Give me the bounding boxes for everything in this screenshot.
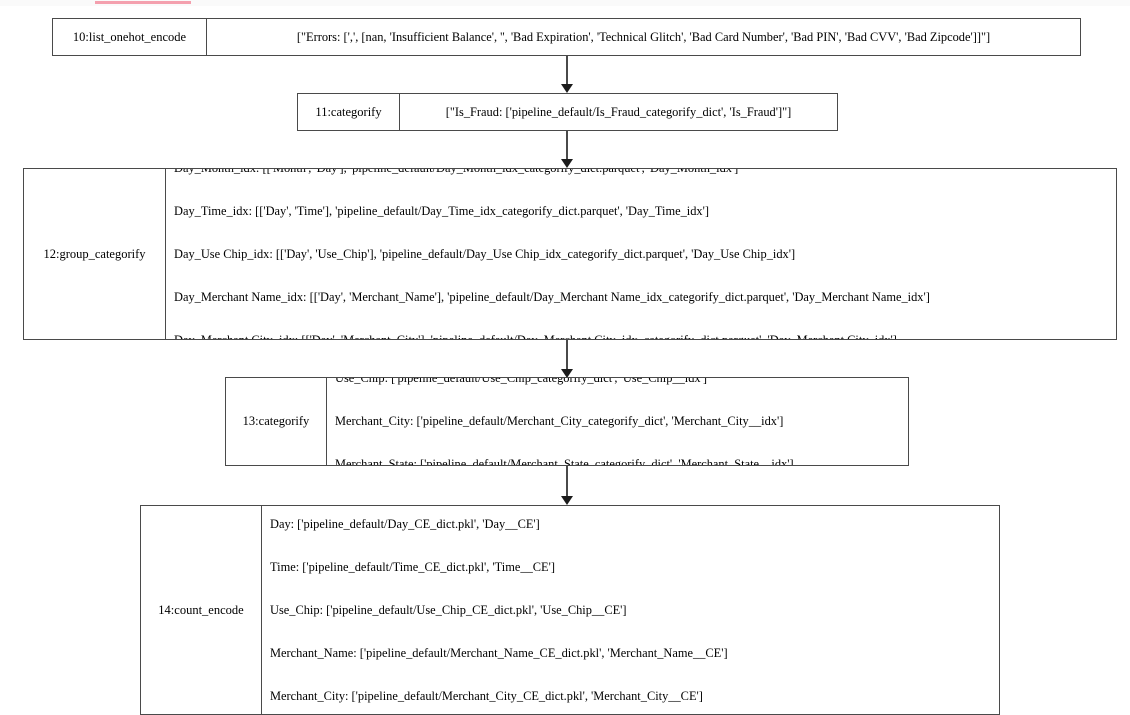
pipeline-node-14-lines: User: ['pipeline_default/User_CE_dict.pk… [270,506,728,714]
edge-11-to-12 [561,131,573,168]
page-top-strip [0,0,1130,6]
pipeline-node-11-line-0: ["Is_Fraud: ['pipeline_default/Is_Fraud_… [445,104,792,119]
pipeline-node-14-label: 14:count_encode [141,506,262,714]
pipeline-node-14-line-8: Merchant_City: ['pipeline_default/Mercha… [270,688,703,703]
pipeline-node-14-line-7: Merchant_Name: ['pipeline_default/Mercha… [270,645,728,660]
pipeline-node-14-line-6: Use_Chip: ['pipeline_default/Use_Chip_CE… [270,602,627,617]
pipeline-node-13[interactable]: 13:categorify Time: ['pipeline_default/T… [225,377,909,466]
pipeline-node-12-line-4: Day_Time_idx: [['Day', 'Time'], 'pipelin… [174,203,709,218]
pipeline-node-12-line-5: Day_Use Chip_idx: [['Day', 'Use_Chip'], … [174,246,796,261]
edge-13-to-14 [561,466,573,505]
edge-12-to-13 [561,340,573,378]
pipeline-node-13-line-2: Merchant_City: ['pipeline_default/Mercha… [335,414,784,429]
pipeline-node-12-line-6: Day_Merchant Name_idx: [['Day', 'Merchan… [174,289,930,304]
pipeline-node-14-line-5: Time: ['pipeline_default/Time_CE_dict.pk… [270,559,555,574]
pipeline-node-14-body: User: ['pipeline_default/User_CE_dict.pk… [262,506,999,714]
pipeline-node-13-label: 13:categorify [226,378,327,465]
pipeline-node-10[interactable]: 10:list_onehot_encode ["Errors: [',', [n… [52,18,1081,56]
pipeline-node-13-lines: Time: ['pipeline_default/Time_categorify… [335,378,794,465]
pipeline-node-12-line-3: Day_Month_idx: [['Month', 'Day'], 'pipel… [174,169,930,175]
pipeline-node-11[interactable]: 11:categorify ["Is_Fraud: ['pipeline_def… [297,93,838,131]
pipeline-node-11-label: 11:categorify [298,94,400,130]
pipeline-node-10-label: 10:list_onehot_encode [53,19,207,55]
pipeline-node-13-line-1: Use_Chip: ['pipeline_default/Use_Chip_ca… [335,378,707,386]
edge-10-to-11 [561,56,573,93]
pipeline-node-11-body: ["Is_Fraud: ['pipeline_default/Is_Fraud_… [400,94,837,130]
pipeline-node-12-body: Day_User_idx: [['User', 'Day'], 'pipelin… [166,169,1116,339]
pipeline-node-10-line-0: ["Errors: [',', [nan, 'Insufficient Bala… [296,29,991,44]
pipeline-node-12-lines: Day_User_idx: [['User', 'Day'], 'pipelin… [174,169,930,339]
pipeline-node-12-line-7: Day_Merchant City_idx: [['Day', 'Merchan… [174,333,930,339]
pipeline-node-12[interactable]: 12:group_categorify Day_User_idx: [['Use… [23,168,1117,340]
pipeline-node-13-line-3: Merchant_State: ['pipeline_default/Merch… [335,457,794,465]
pipeline-node-13-body: Time: ['pipeline_default/Time_categorify… [327,378,908,465]
pipeline-node-14[interactable]: 14:count_encode User: ['pipeline_default… [140,505,1000,715]
pipeline-node-12-label: 12:group_categorify [24,169,166,339]
pipeline-node-10-body: ["Errors: [',', [nan, 'Insufficient Bala… [207,19,1080,55]
pipeline-node-14-line-4: Day: ['pipeline_default/Day_CE_dict.pkl'… [270,517,540,532]
loading-indicator-bar [95,1,191,4]
